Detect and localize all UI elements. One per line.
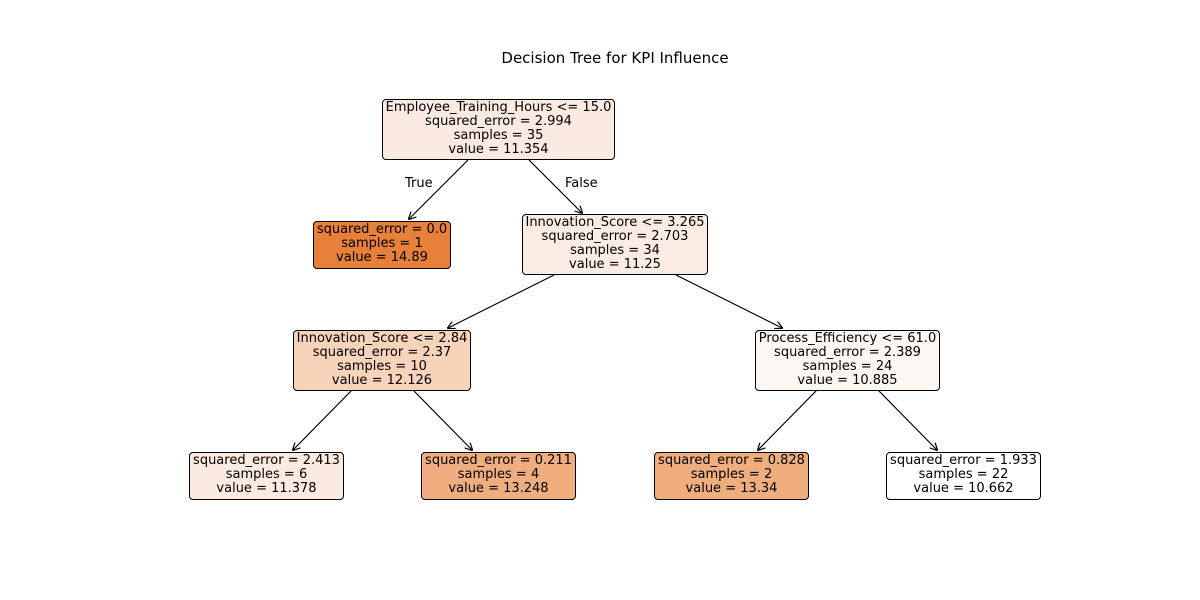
node-line: Innovation_Score <= 3.265: [525, 215, 705, 230]
node-line: samples = 35: [453, 128, 544, 143]
node-line: value = 11.378: [216, 481, 317, 496]
node-line: squared_error = 0.828: [658, 453, 805, 468]
edge-node-r2-leaf-3: [758, 389, 818, 450]
node-line: samples = 24: [802, 359, 893, 374]
node-line: squared_error = 0.211: [425, 453, 572, 468]
edge-node-l2-leaf-1: [293, 389, 353, 450]
node-line: squared_error = 2.413: [193, 453, 340, 468]
node-line: squared_error = 0.0: [316, 222, 448, 237]
tree-node-inner: Innovation_Score <= 3.265 squared_error …: [522, 214, 708, 275]
figure-title: Decision Tree for KPI Influence: [501, 49, 729, 67]
tree-leaf-3: squared_error = 0.828 samples = 2 value …: [654, 452, 809, 500]
node-line: value = 11.354: [448, 142, 549, 157]
tree-node-root: Employee_Training_Hours <= 15.0 squared_…: [382, 99, 615, 160]
node-line: Innovation_Score <= 2.84: [296, 331, 468, 346]
tree-node-l2: Innovation_Score <= 2.84 squared_error =…: [293, 330, 471, 391]
edge-root-leaf-left: [409, 159, 469, 219]
node-line: value = 13.34: [685, 481, 778, 496]
edge-label-false: False: [565, 176, 598, 191]
edge-node-r2-leaf-4: [877, 389, 937, 450]
edge-label-true: True: [405, 176, 433, 191]
node-line: samples = 22: [918, 467, 1009, 482]
tree-leaf-2: squared_error = 0.211 samples = 4 value …: [421, 452, 576, 500]
node-line: Process_Efficiency <= 61.0: [758, 331, 937, 346]
edge-node-l2-leaf-2: [412, 389, 472, 450]
node-line: samples = 10: [337, 359, 427, 374]
edge-inner-node-l2: [448, 274, 555, 328]
node-line: value = 10.662: [913, 481, 1014, 496]
node-line: value = 10.885: [797, 373, 898, 388]
tree-leaf-left: squared_error = 0.0 samples = 1 value = …: [313, 221, 451, 269]
node-line: squared_error = 2.37: [312, 345, 452, 360]
node-line: value = 12.126: [331, 373, 433, 388]
node-line: value = 11.25: [569, 257, 661, 272]
tree-node-r2: Process_Efficiency <= 61.0 squared_error…: [755, 330, 940, 391]
node-line: samples = 2: [690, 467, 773, 482]
node-line: squared_error = 2.994: [425, 114, 572, 129]
edge-root-inner: [528, 159, 582, 213]
node-line: value = 13.248: [448, 481, 549, 496]
node-line: Employee_Training_Hours <= 15.0: [385, 100, 612, 115]
tree-leaf-4: squared_error = 1.933 samples = 22 value…: [886, 452, 1041, 500]
node-line: value = 14.89: [336, 250, 428, 265]
tree-leaf-1: squared_error = 2.413 samples = 6 value …: [189, 452, 344, 500]
edge-inner-node-r2: [675, 274, 782, 328]
node-line: samples = 34: [570, 243, 660, 258]
node-line: squared_error = 2.389: [774, 345, 921, 360]
node-line: samples = 4: [457, 467, 540, 482]
node-line: squared_error = 2.703: [541, 229, 689, 244]
node-line: samples = 6: [225, 467, 308, 482]
node-line: squared_error = 1.933: [890, 453, 1037, 468]
node-line: samples = 1: [341, 236, 423, 251]
